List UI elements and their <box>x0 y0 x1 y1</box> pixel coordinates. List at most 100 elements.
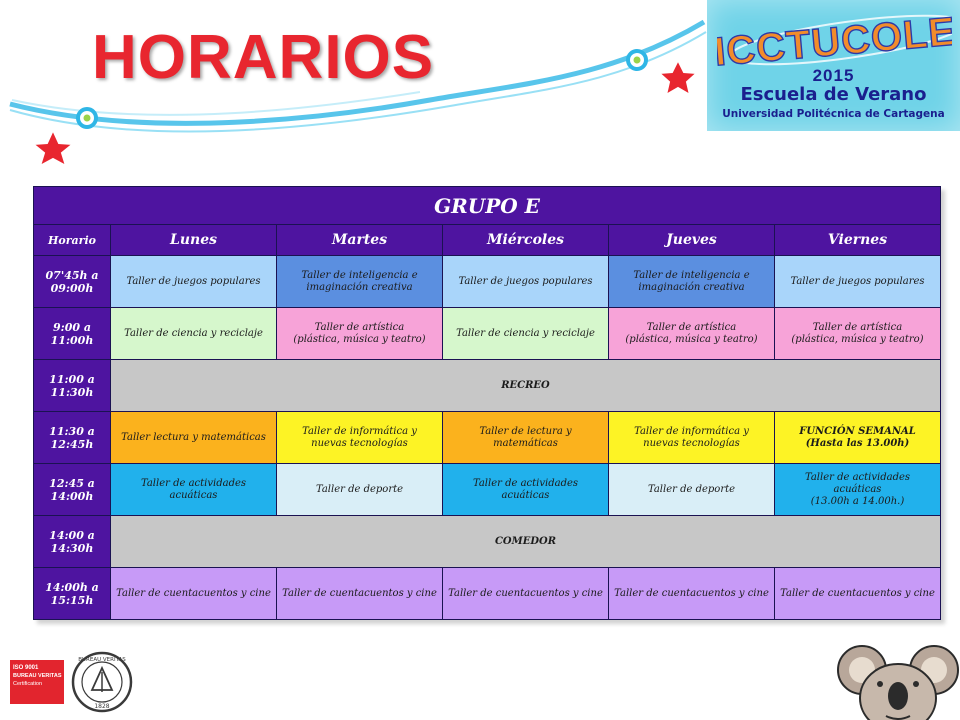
activity-cell: Taller de juegos populares <box>110 255 277 308</box>
activity-line: Taller de artística <box>314 321 405 333</box>
break-cell: COMEDOR <box>110 515 941 568</box>
header-miercoles: Miércoles <box>442 224 609 256</box>
activity-cell: Taller de cuentacuentos y cine <box>774 567 941 620</box>
activity-line: Taller de ciencia y reciclaje <box>456 327 595 339</box>
activity-line: FUNCIÓN SEMANAL <box>799 425 916 437</box>
iso-line: BUREAU VERITAS <box>13 673 62 679</box>
activity-cell: Taller de artística(plástica, música y t… <box>608 307 775 360</box>
time-slot-line: 14:00 a <box>49 528 95 542</box>
header-jueves: Jueves <box>608 224 775 256</box>
activity-cell: Taller de juegos populares <box>774 255 941 308</box>
activity-line: Taller de inteligencia e <box>633 269 750 281</box>
time-slot-line: 14:00h <box>50 489 94 503</box>
activity-cell: Taller lectura y matemáticas <box>110 411 277 464</box>
time-slot-line: 9:00 a <box>53 320 91 334</box>
activity-line: Taller de actividades <box>472 477 579 489</box>
activity-cell: Taller de deporte <box>608 463 775 516</box>
activity-line: Taller de juegos populares <box>126 275 261 287</box>
logo-wordmark-text: ICCTUCOLE <box>717 10 952 68</box>
activity-line: (plástica, música y teatro) <box>625 333 758 345</box>
activity-line: Taller de ciencia y reciclaje <box>124 327 263 339</box>
activity-line: Taller de informática y <box>302 425 417 437</box>
day-header-row: Horario Lunes Martes Miércoles Jueves Vi… <box>33 224 941 256</box>
koala-mascot-icon <box>837 645 959 720</box>
activity-line: matemáticas <box>493 437 558 449</box>
activity-line: Taller de cuentacuentos y cine <box>780 587 935 599</box>
iso-line: ISO 9001 <box>13 665 39 671</box>
time-slot-line: 11:30h <box>50 385 94 399</box>
break-cell: RECREO <box>110 359 941 412</box>
activity-line: Taller de inteligencia e <box>301 269 418 281</box>
logo-year: 2015 <box>812 66 855 85</box>
activity-line: Taller de informática y <box>634 425 749 437</box>
activity-line: imaginación creativa <box>306 281 413 293</box>
logo-school-name: Escuela de Verano <box>740 84 927 105</box>
group-header-row: GRUPO E <box>33 186 941 225</box>
activity-line: Taller de deporte <box>647 483 736 495</box>
activity-line: Taller de actividades <box>804 471 911 483</box>
activity-cell: Taller de ciencia y reciclaje <box>442 307 609 360</box>
time-slot-line: 11:00h <box>50 333 94 347</box>
activity-line: Taller de juegos populares <box>790 275 925 287</box>
header-martes: Martes <box>276 224 443 256</box>
seal-year: 1828 <box>94 703 109 710</box>
activity-line: (plástica, música y teatro) <box>293 333 426 345</box>
summer-school-logo: ICCTUCOLE 2015 Escuela de Verano Univers… <box>707 0 960 131</box>
activity-line: (plástica, música y teatro) <box>791 333 924 345</box>
activity-line: Taller de cuentacuentos y cine <box>116 587 271 599</box>
header-horario: Horario <box>33 224 111 256</box>
activity-line: Taller de juegos populares <box>458 275 593 287</box>
activity-line: acuáticas <box>501 489 550 501</box>
time-slot-line: 12:45h <box>50 437 94 451</box>
schedule-table: GRUPO E Horario Lunes Martes Miércoles J… <box>33 186 941 620</box>
activity-cell: Taller de cuentacuentos y cine <box>276 567 443 620</box>
time-slot-line: 12:45 a <box>49 476 95 490</box>
bureau-veritas-seal: BUREAU VERITAS 1828 <box>71 651 133 713</box>
logo-wordmark: ICCTUCOLE <box>717 10 952 68</box>
activity-line: Taller de artística <box>812 321 903 333</box>
activity-cell: Taller de artística(plástica, música y t… <box>276 307 443 360</box>
header-lunes: Lunes <box>110 224 277 256</box>
activity-line: imaginación creativa <box>638 281 745 293</box>
activity-line: Taller de artística <box>646 321 737 333</box>
activity-line: Taller de deporte <box>315 483 404 495</box>
activity-line: nuevas tecnologías <box>311 437 408 449</box>
time-slot-line: 11:30 a <box>49 424 95 438</box>
time-slot-line: 09:00h <box>50 281 94 295</box>
time-slot-line: 15:15h <box>50 593 94 607</box>
group-title: GRUPO E <box>33 186 941 225</box>
activity-line: (13.00h a 14.00h.) <box>810 495 905 507</box>
activity-line: Taller de cuentacuentos y cine <box>614 587 769 599</box>
activity-line: Taller de lectura y <box>479 425 572 437</box>
time-slot-line: 07'45h a <box>45 268 99 282</box>
activity-line: Taller de cuentacuentos y cine <box>282 587 437 599</box>
iso-certification-badge: ISO 9001 BUREAU VERITAS Certification <box>10 660 64 704</box>
iso-line: Certification <box>13 681 43 687</box>
activity-cell: Taller de artística(plástica, música y t… <box>774 307 941 360</box>
activity-cell: Taller de cuentacuentos y cine <box>608 567 775 620</box>
time-slot-line: 11:00 a <box>49 372 95 386</box>
activity-cell: Taller de cuentacuentos y cine <box>442 567 609 620</box>
star-icon <box>30 127 76 169</box>
activity-cell: Taller de cuentacuentos y cine <box>110 567 277 620</box>
